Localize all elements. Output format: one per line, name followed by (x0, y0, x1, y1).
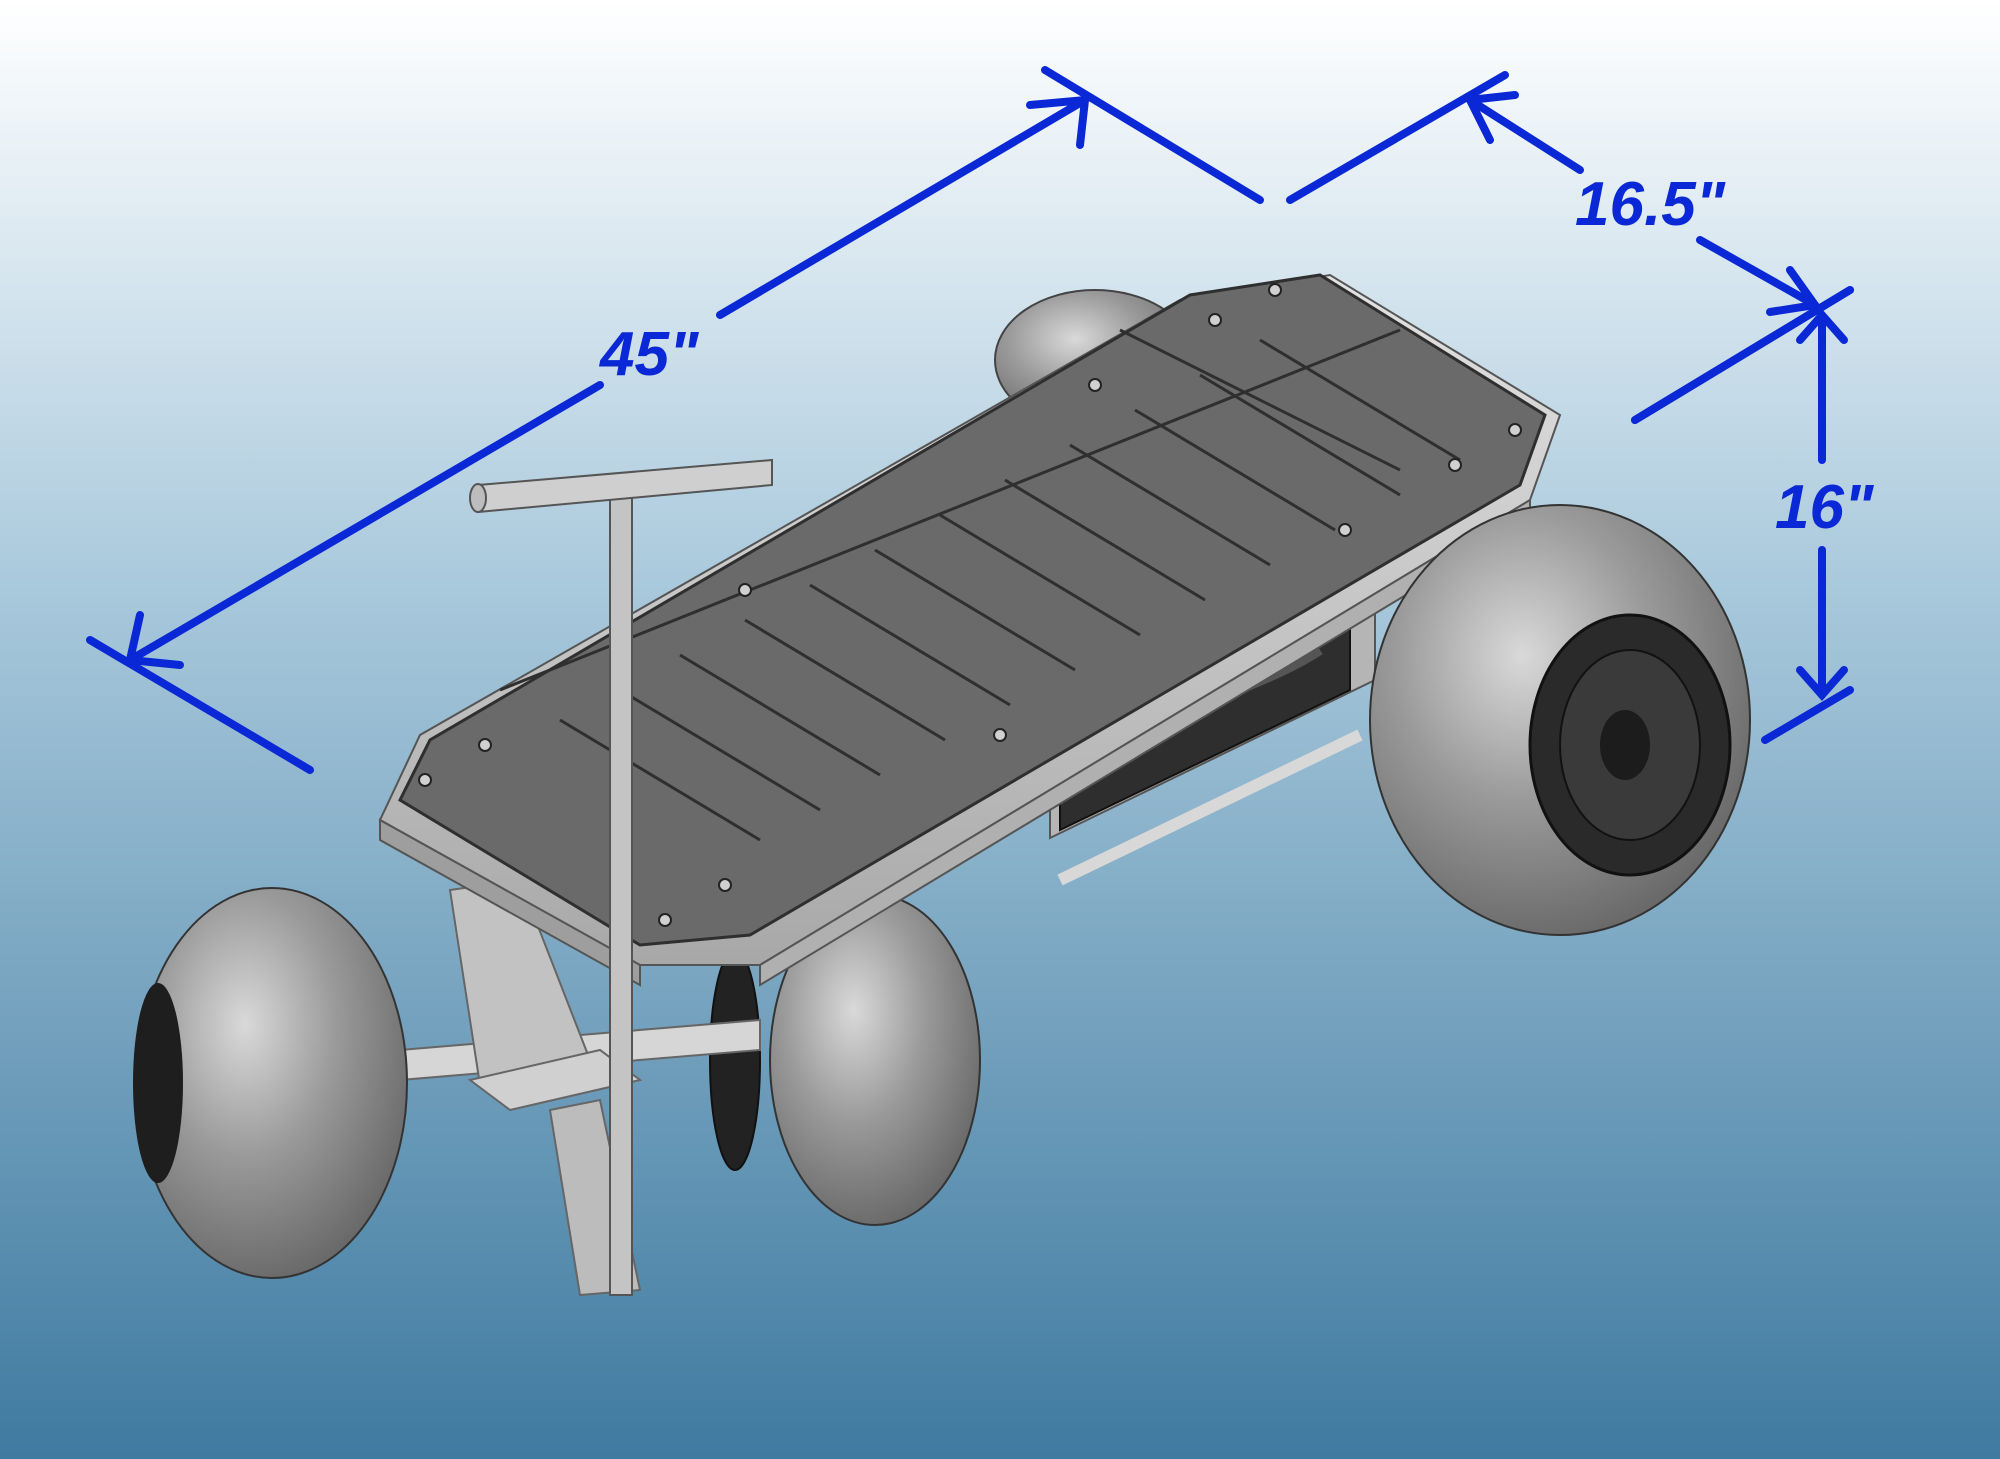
rear-right-wheel (1369, 504, 1751, 936)
dimension-annotations (86, 66, 1854, 774)
deck-bolts (418, 283, 1522, 927)
height-arrowhead-top (1796, 308, 1848, 344)
length-dimension-line-lower (126, 381, 604, 664)
length-arrowhead-left (125, 611, 184, 669)
cart-deck (398, 273, 1547, 947)
height-dimension-label: 16" (1775, 473, 1875, 542)
length-arrowhead-right (1026, 95, 1090, 149)
length-dimension-line-upper (716, 96, 1089, 319)
height-arrowhead-bottom (1796, 666, 1848, 702)
length-extension-right (1041, 66, 1264, 204)
tow-handle (469, 458, 773, 1296)
width-dimension-line-lower (1696, 236, 1819, 309)
width-dimension-line-upper (1466, 96, 1584, 174)
front-right-wheel (709, 894, 981, 1226)
front-axle (399, 878, 761, 1297)
length-dimension-label: 45" (598, 320, 700, 389)
height-extension-top (1631, 286, 1854, 424)
width-arrowhead-left (1463, 91, 1519, 144)
width-extension-left (1286, 71, 1509, 204)
height-extension-bottom (1761, 686, 1854, 744)
deck-slats (499, 328, 1461, 842)
width-arrowhead-right (1766, 266, 1823, 316)
front-left-wheel (133, 887, 408, 1279)
width-dimension-label: 16.5" (1575, 170, 1727, 239)
